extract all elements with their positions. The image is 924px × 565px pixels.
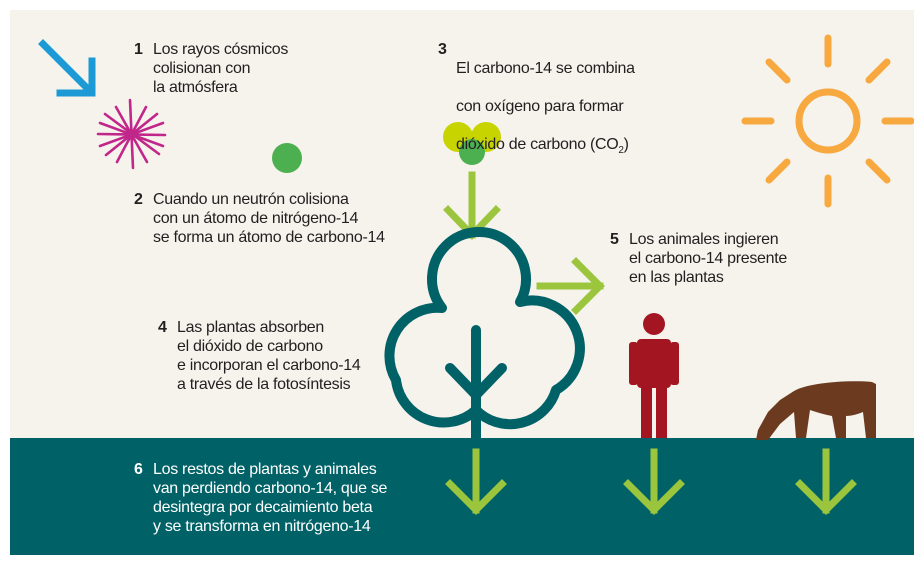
step-5-text: Los animales ingieren el carbono-14 pres…: [629, 231, 787, 286]
step-1-number: 1: [134, 41, 143, 58]
step-2-number: 2: [134, 191, 143, 208]
step-3-text-line-3: dióxido de carbono (CO: [456, 136, 619, 153]
collision-star-icon: [96, 98, 167, 170]
cosmic-ray-arrow-icon: [38, 39, 96, 97]
right-arrow-icon: [536, 257, 605, 315]
co2-subscript: 2: [618, 145, 624, 157]
carbon-14-cycle-diagram: 1 Los rayos cósmicos colisionan con la a…: [10, 10, 914, 555]
down-arrow-icon: [443, 171, 501, 241]
step-5-number: 5: [610, 231, 619, 248]
neutron-dot-icon: [272, 143, 302, 173]
step-3-text-line-1: El carbono-14 se combina: [456, 60, 635, 77]
human-icon: [629, 313, 679, 438]
step-3-text-line-3-end: ): [623, 136, 629, 153]
down-arrow-icon: [445, 448, 507, 515]
cow-icon: [756, 381, 876, 440]
step-5-label: 5 Los animales ingieren el carbono-14 pr…: [610, 230, 787, 287]
step-1-text: Los rayos cósmicos colisionan con la atm…: [153, 41, 289, 96]
down-arrow-icon: [623, 448, 685, 515]
down-arrow-icon: [795, 448, 857, 515]
step-3-text-line-2: con oxígeno para formar: [456, 98, 624, 115]
step-4-number: 4: [158, 319, 167, 336]
tree-icon: [384, 227, 585, 455]
step-6-text: Los restos de plantas y animales van per…: [153, 461, 388, 535]
diagram-artwork: [38, 34, 914, 515]
step-3-number: 3: [438, 41, 447, 58]
step-4-label: 4 Las plantas absorben el dióxido de car…: [158, 318, 361, 394]
step-6-label: 6 Los restos de plantas y animales van p…: [134, 460, 387, 536]
step-2-label: 2 Cuando un neutrón colisiona con un áto…: [134, 190, 385, 247]
step-1-label: 1 Los rayos cósmicos colisionan con la a…: [134, 40, 288, 97]
co2-molecule-icon: [443, 122, 501, 165]
sun-icon: [741, 34, 914, 208]
step-4-text: Las plantas absorben el dióxido de carbo…: [177, 319, 361, 393]
step-6-number: 6: [134, 461, 143, 478]
step-2-text: Cuando un neutrón colisiona con un átomo…: [153, 191, 385, 246]
step-3-label: 3 El carbono-14 se combina con oxígeno p…: [438, 40, 635, 157]
